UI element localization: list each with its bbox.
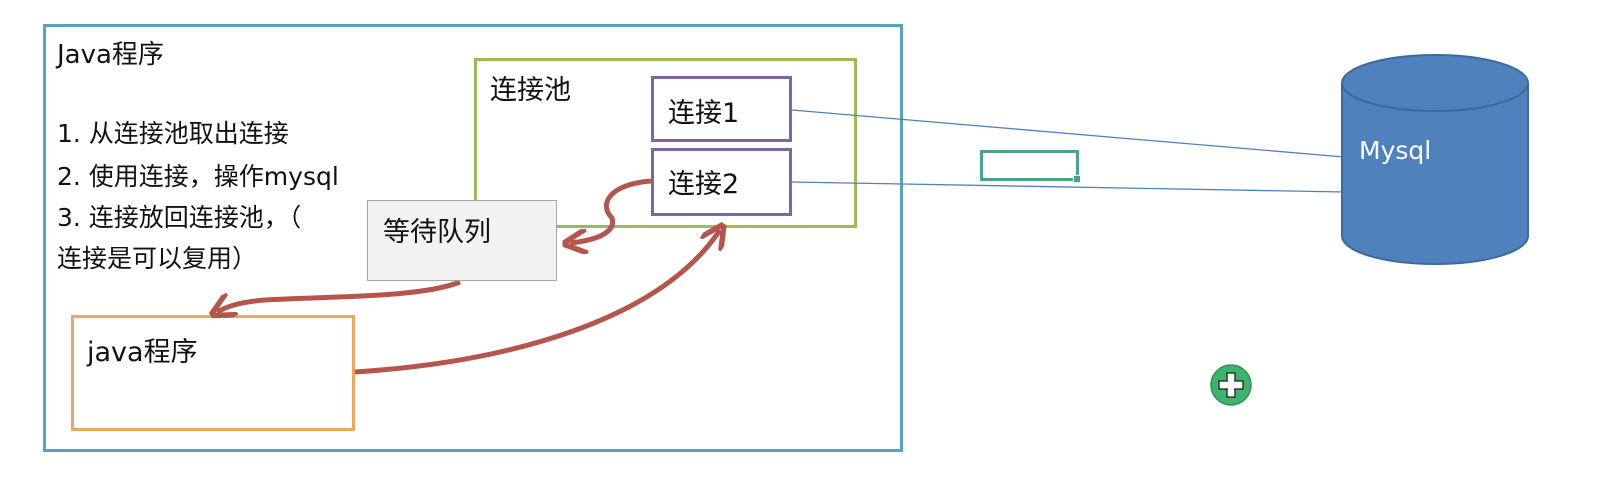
step-2: 2. 使用连接，操作mysql — [57, 162, 339, 191]
client-java-program-label: java程序 — [87, 337, 198, 368]
connection-to-queue-arrow — [570, 178, 652, 243]
mysql-label: Mysql — [1359, 136, 1432, 165]
client-java-program-box: java程序 — [71, 315, 355, 431]
client-to-connection-arrow — [354, 230, 720, 375]
waiting-queue-box: 等待队列 — [367, 200, 557, 281]
connection-1-label: 连接1 — [668, 98, 740, 129]
selected-shape[interactable] — [980, 150, 1081, 183]
connection-1-to-mysql-line — [791, 109, 1345, 158]
connection-pool-title: 连接池 — [490, 75, 571, 106]
mysql-database-icon — [1341, 54, 1529, 265]
cross-cursor-icon — [1210, 364, 1252, 406]
connection-1-box: 连接1 — [651, 76, 792, 142]
resize-handle[interactable] — [1073, 175, 1081, 183]
connection-2-to-mysql-line — [791, 181, 1345, 193]
java-program-container — [43, 24, 903, 452]
connection-2-box: 连接2 — [651, 148, 792, 216]
step-3-continued: 连接是可以复用） — [57, 244, 258, 273]
connection-2-label: 连接2 — [668, 169, 740, 200]
connection-pool-box — [474, 58, 857, 228]
queue-to-client-arrow — [217, 279, 461, 312]
java-program-title: Java程序 — [57, 40, 164, 70]
waiting-queue-label: 等待队列 — [383, 217, 491, 248]
step-3: 3. 连接放回连接池，（ — [57, 203, 302, 232]
step-1: 1. 从连接池取出连接 — [57, 119, 289, 148]
